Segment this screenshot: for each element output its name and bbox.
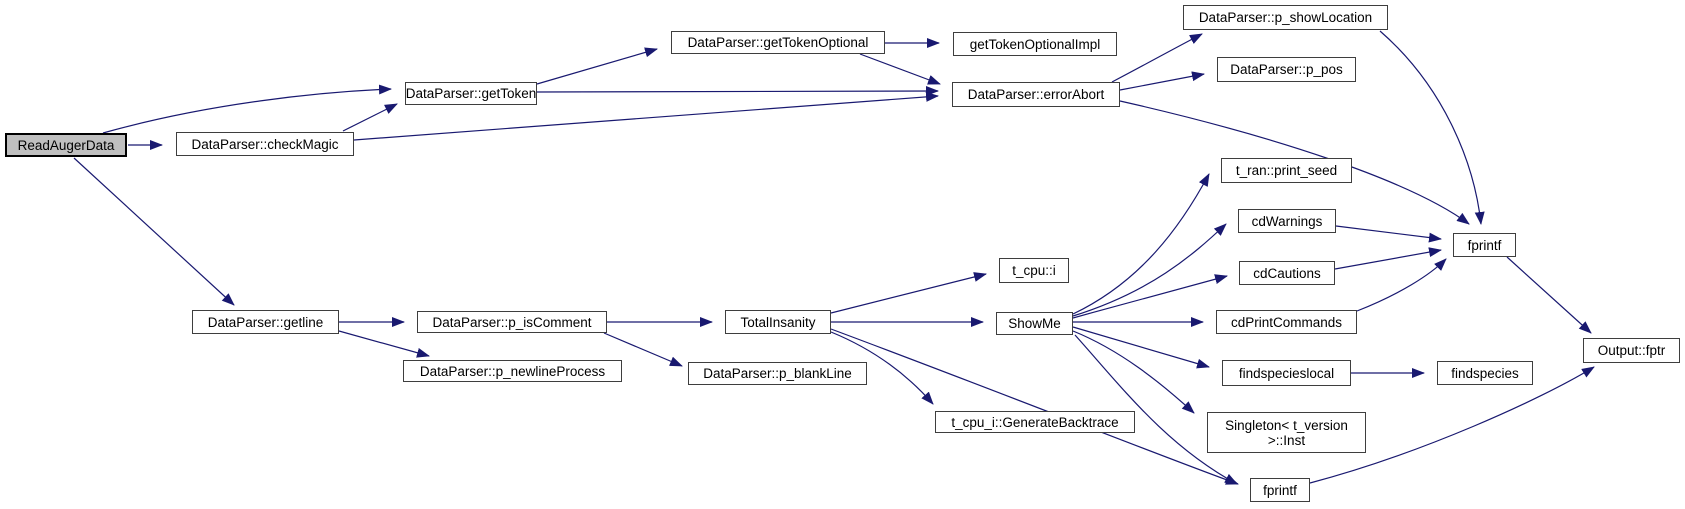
- node-output-fptr[interactable]: Output::fptr: [1583, 338, 1680, 363]
- edge-checkmagic-gettoken: [342, 103, 398, 132]
- edge-totalinsanity-tcpui: [830, 272, 987, 314]
- node-generatebacktrace[interactable]: t_cpu_i::GenerateBacktrace: [935, 411, 1135, 433]
- edge-checkmagic-errorabort: [353, 91, 939, 141]
- edge-piscomment-pblankline: [603, 332, 683, 367]
- node-getline[interactable]: DataParser::getline: [192, 310, 339, 334]
- edge-cdprintcommands-fprintf: [1356, 258, 1447, 312]
- edge-showme-printseed: [1072, 173, 1210, 315]
- edge-showme-findspecieslocal: [1072, 326, 1210, 369]
- node-errorabort[interactable]: DataParser::errorAbort: [952, 82, 1120, 107]
- node-p-newlineprocess[interactable]: DataParser::p_newlineProcess: [403, 360, 622, 382]
- node-p-pos[interactable]: DataParser::p_pos: [1217, 57, 1356, 82]
- edge-totalinsanity-generatebacktrace: [830, 331, 934, 405]
- edge-errorabort-pshowlocation: [1111, 33, 1203, 83]
- edge-readaugerdata-getline: [73, 157, 235, 306]
- edge-readaugerdata-gettoken: [102, 84, 392, 134]
- edge-showme-cdwarnings: [1072, 223, 1227, 317]
- edge-getline-pnewlineprocess: [338, 330, 430, 358]
- node-p-iscomment[interactable]: DataParser::p_isComment: [417, 311, 607, 333]
- edge-cdcautions-fprintf: [1334, 247, 1442, 270]
- edge-showme-singleton: [1072, 330, 1195, 414]
- node-p-blankline[interactable]: DataParser::p_blankLine: [688, 362, 867, 385]
- edge-showme-fprintfbottom: [1074, 334, 1238, 485]
- node-t-cpu-i[interactable]: t_cpu::i: [999, 258, 1069, 283]
- node-cdprintcommands[interactable]: cdPrintCommands: [1216, 310, 1357, 334]
- node-showme[interactable]: ShowMe: [996, 312, 1073, 335]
- node-fprintf-top[interactable]: fprintf: [1453, 233, 1516, 257]
- edge-gettokenoptional-errorabort: [859, 53, 941, 85]
- node-cdcautions[interactable]: cdCautions: [1239, 261, 1335, 285]
- edge-errorabort-ppos: [1119, 71, 1205, 91]
- node-fprintf-bottom[interactable]: fprintf: [1250, 478, 1310, 502]
- edge-gettoken-errorabort: [536, 86, 939, 97]
- node-checkmagic[interactable]: DataParser::checkMagic: [176, 132, 354, 156]
- node-cdwarnings[interactable]: cdWarnings: [1238, 209, 1336, 233]
- edge-pshowlocation-fprintf: [1379, 30, 1485, 225]
- node-print-seed[interactable]: t_ran::print_seed: [1221, 158, 1352, 183]
- node-findspecies[interactable]: findspecies: [1437, 361, 1533, 385]
- node-gettoken[interactable]: DataParser::getToken: [405, 82, 537, 105]
- node-p-showlocation[interactable]: DataParser::p_showLocation: [1183, 5, 1388, 30]
- edge-fprintfbottom-outputfptr: [1309, 366, 1595, 484]
- node-singleton-inst[interactable]: Singleton< t_version >::Inst: [1207, 412, 1366, 453]
- node-findspecieslocal[interactable]: findspecieslocal: [1222, 360, 1351, 386]
- node-gettokenoptionalimpl[interactable]: getTokenOptionalImpl: [953, 32, 1117, 56]
- node-gettokenoptional[interactable]: DataParser::getTokenOptional: [671, 31, 885, 54]
- edge-showme-cdcautions: [1072, 274, 1228, 319]
- edge-fprintf-outputfptr: [1506, 256, 1592, 334]
- edge-gettoken-gettokenoptional: [536, 47, 658, 85]
- edge-totalinsanity-fprintfbottom: [830, 328, 1239, 485]
- edge-cdwarnings-fprintf: [1335, 225, 1442, 243]
- node-totalinsanity[interactable]: TotalInsanity: [725, 310, 831, 334]
- node-readaugerdata[interactable]: ReadAugerData: [5, 133, 127, 157]
